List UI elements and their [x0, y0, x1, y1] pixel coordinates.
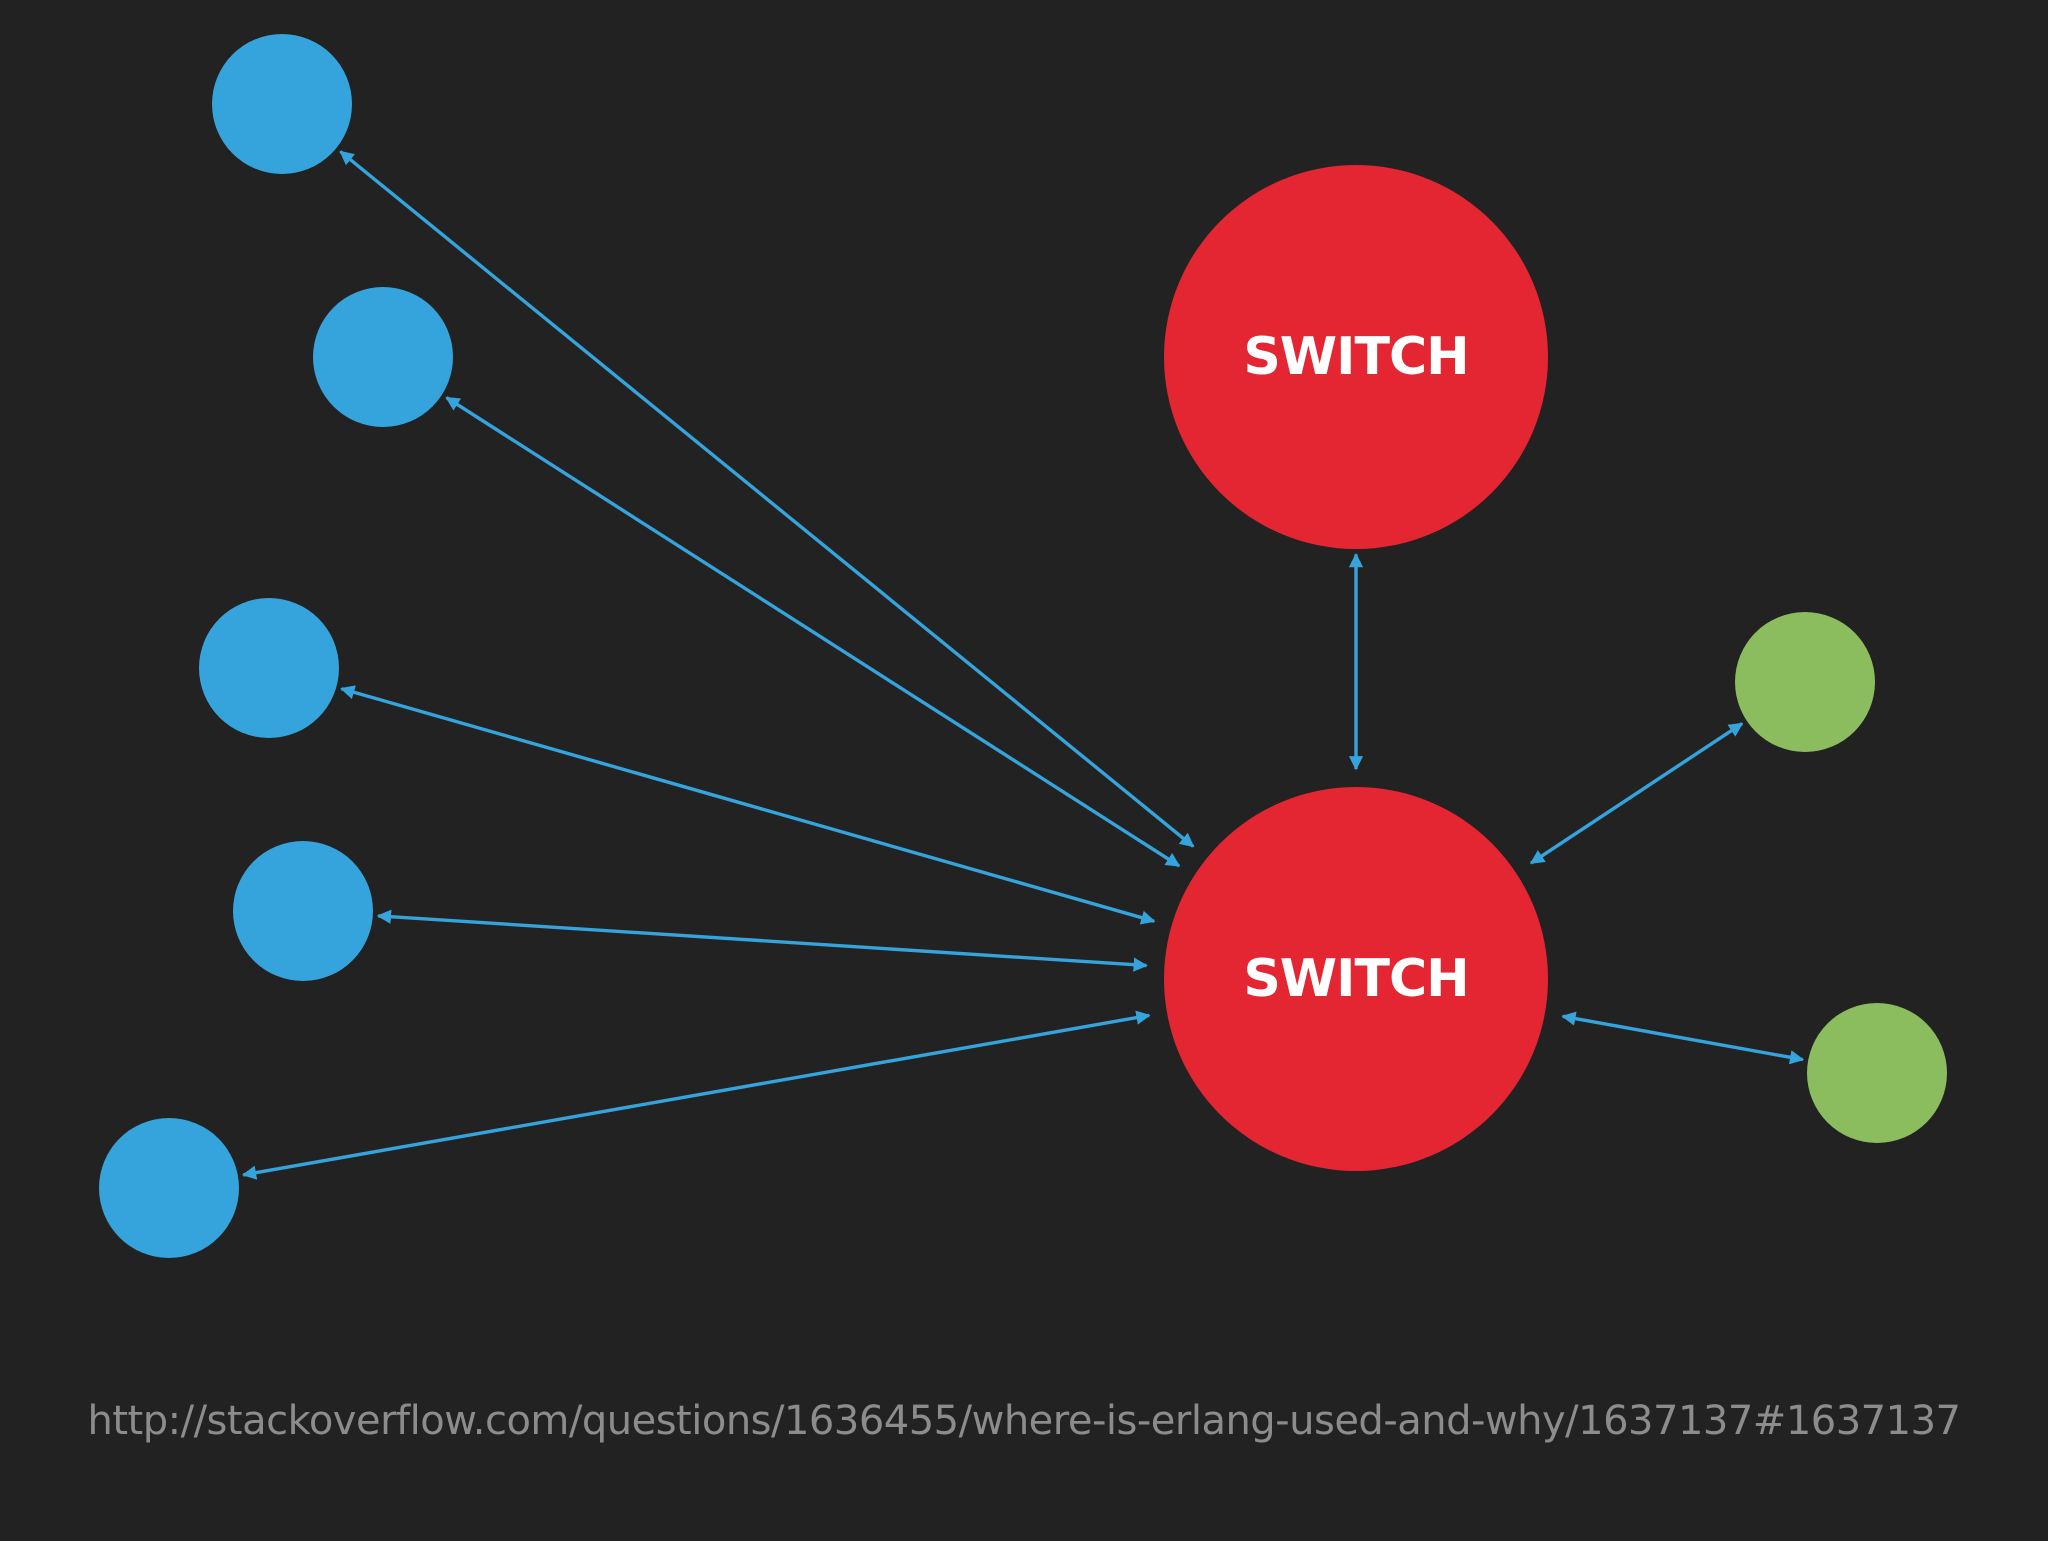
client-node-circle: [199, 598, 339, 738]
edge-switch-main-to-peer-2: [1561, 1011, 1805, 1065]
switch-node-circle: [1164, 165, 1548, 549]
edge-switch-main-to-client-5: [241, 1010, 1151, 1180]
node-switch-top: SWITCH: [1164, 165, 1548, 549]
node-client-4: [233, 841, 373, 981]
client-node-circle: [313, 287, 453, 427]
node-peer-2: [1807, 1003, 1947, 1143]
edges-layer: [241, 150, 1805, 1180]
edge-switch-main-to-client-2: [445, 396, 1181, 868]
client-node-circle: [233, 841, 373, 981]
peer-node-circle: [1807, 1003, 1947, 1143]
edge-switch-main-to-client-3: [340, 685, 1156, 925]
switch-label: SWITCH: [1243, 949, 1468, 1009]
edge-switch-main-to-peer-1: [1529, 722, 1744, 865]
source-url-caption: http://stackoverflow.com/questions/16364…: [87, 1398, 1961, 1444]
client-node-circle: [99, 1118, 239, 1258]
edge-switch-main-to-client-4: [376, 909, 1148, 972]
node-client-3: [199, 598, 339, 738]
node-switch-main: SWITCH: [1164, 787, 1548, 1171]
client-node-circle: [212, 34, 352, 174]
switch-label: SWITCH: [1243, 327, 1468, 387]
node-client-1: [212, 34, 352, 174]
node-client-2: [313, 287, 453, 427]
switch-node-circle: [1164, 787, 1548, 1171]
peer-node-circle: [1735, 612, 1875, 752]
node-client-5: [99, 1118, 239, 1258]
nodes-layer: SWITCH SWITCH: [99, 34, 1947, 1258]
edge-switch-main-to-client-1: [339, 150, 1195, 848]
node-peer-1: [1735, 612, 1875, 752]
